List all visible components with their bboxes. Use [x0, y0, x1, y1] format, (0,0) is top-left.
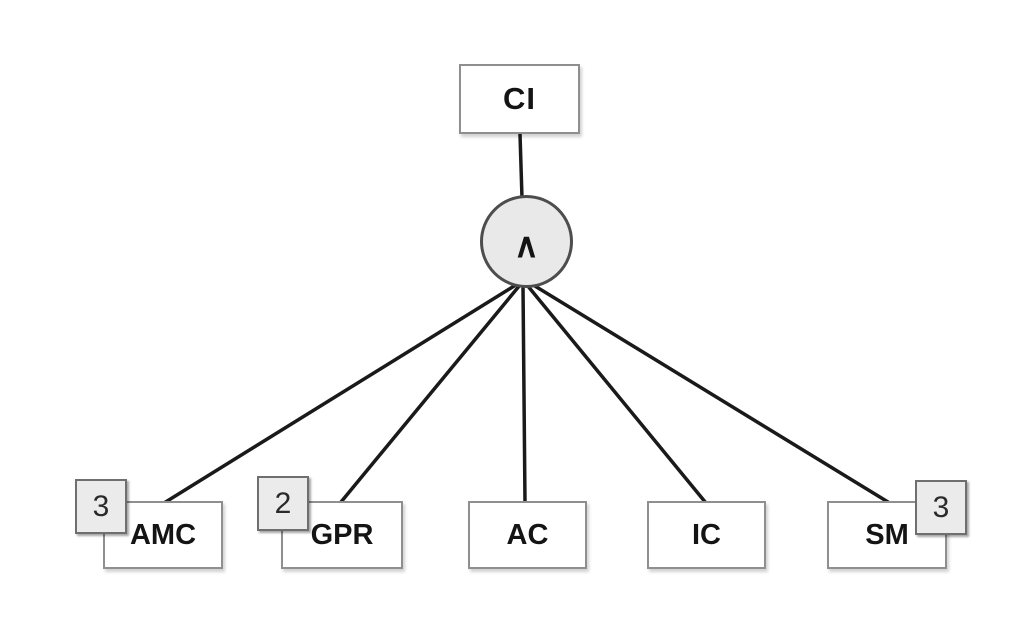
node-ci: CI — [459, 64, 580, 134]
node-ac: AC — [468, 501, 587, 569]
node-sm-label: SM — [865, 518, 909, 551]
and-operator-symbol: ∧ — [514, 226, 539, 265]
node-ac-label: AC — [506, 518, 549, 551]
edge-root-operator — [518, 132, 524, 200]
node-ic-label: IC — [692, 518, 721, 551]
badge-amc-count: 3 — [75, 479, 127, 534]
badge-sm-value: 3 — [932, 490, 950, 524]
node-gpr-label: GPR — [310, 518, 374, 551]
node-amc-label: AMC — [129, 518, 197, 551]
badge-gpr-value: 2 — [274, 486, 292, 520]
edge-operator-sm — [528, 281, 890, 504]
edge-operator-ic — [525, 283, 708, 505]
badge-amc-value: 3 — [92, 489, 110, 523]
edge-operator-ac — [521, 284, 527, 505]
and-operator-circle: ∧ — [480, 195, 573, 288]
node-ic: IC — [647, 501, 766, 569]
badge-sm-count: 3 — [915, 480, 967, 535]
edge-operator-amc — [162, 281, 521, 505]
badge-gpr-count: 2 — [257, 476, 309, 531]
node-ci-label: CI — [503, 81, 536, 116]
edge-operator-gpr — [339, 283, 522, 504]
